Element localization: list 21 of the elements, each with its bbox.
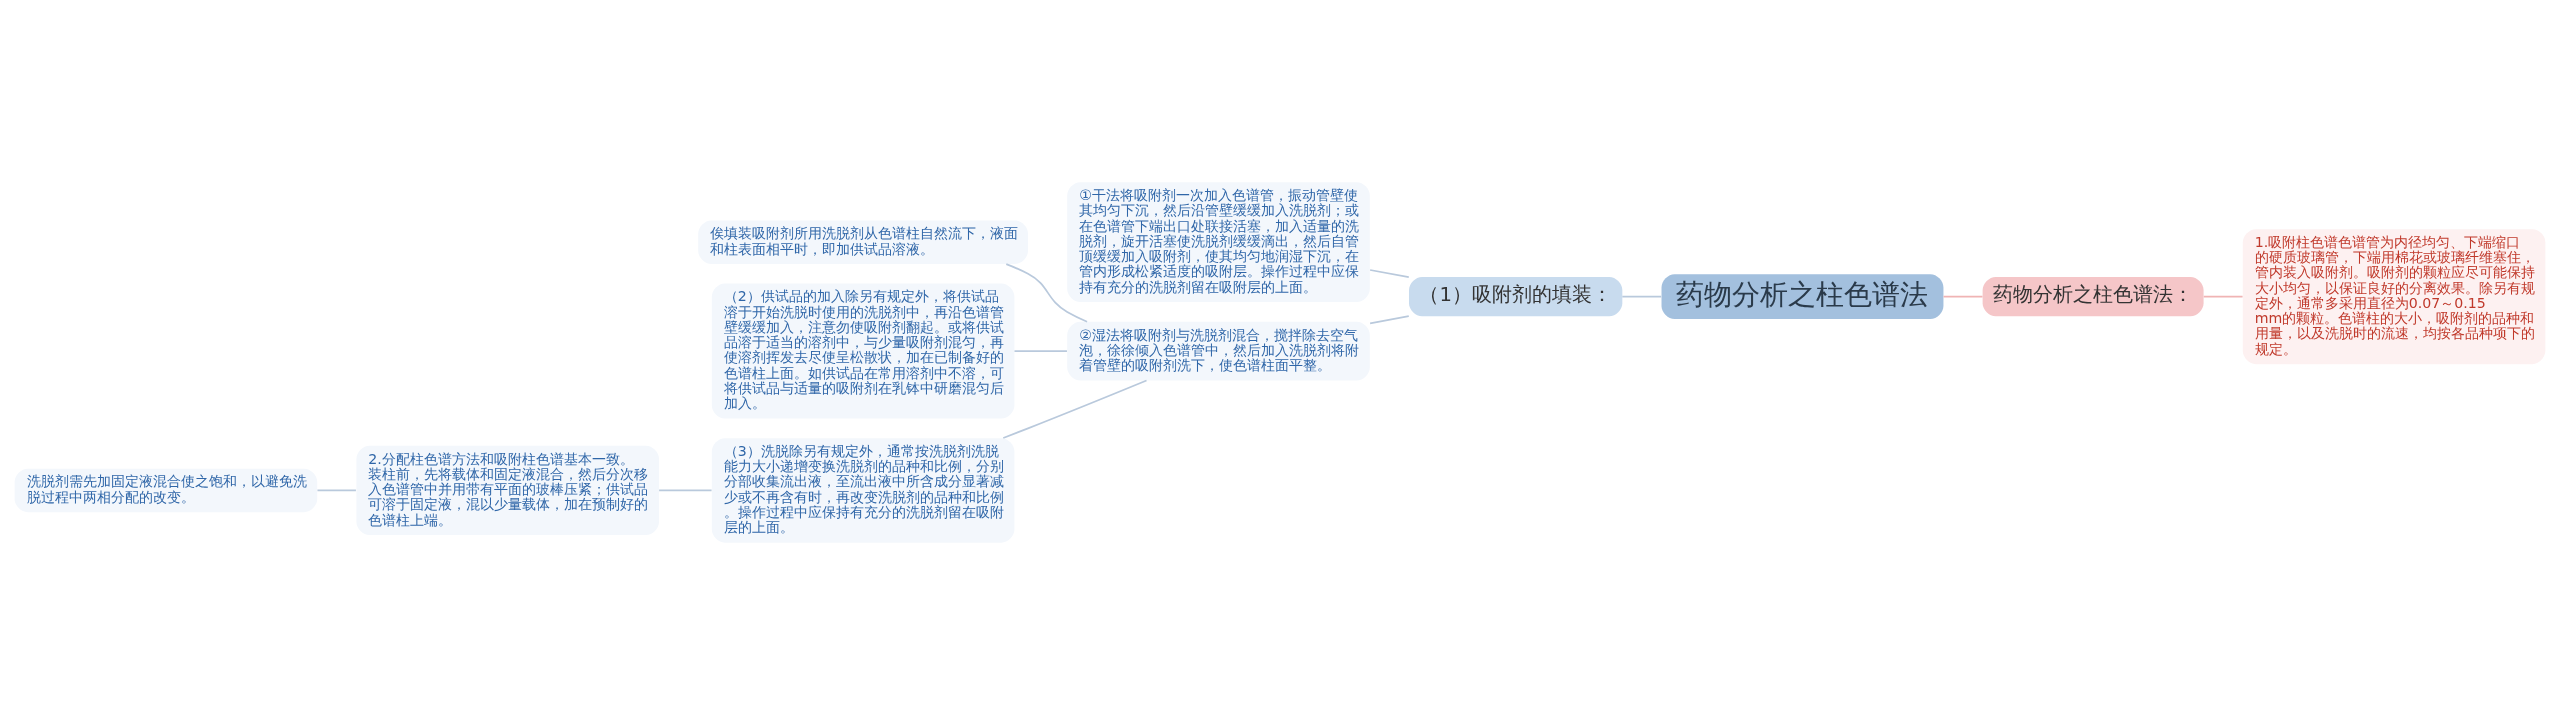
connector [1369,269,1410,278]
connector [1002,379,1148,439]
connector [1621,295,1662,298]
connector [1013,350,1068,352]
node-box: 药物分析之柱色谱法： [1982,277,2204,317]
node-box: 1.吸附柱色谱色谱管为内径均匀、下端缩口的硬质玻璃管，下端用棉花或玻璃纤维塞住，管内装入吸附剂。吸附剂的颗粒应尽可能保持大小均匀，以保证良好的分离效果。除另有规定外，通常多采用直径为0.07～0.15mm的颗粒。色谱柱的大小，吸附剂的品种和用量，以及洗脱时的流速，均按各品种项下的规定。 [2242,229,2546,365]
connector [316,489,357,492]
connector [1942,295,1984,298]
node-box: 俟填装吸附剂所用洗脱剂从色谱柱自然流下，液面和柱表面相平时，即加供试品溶液。 [698,220,1028,264]
node-box: 2.分配柱色谱方法和吸附柱色谱基本一致。装柱前，先将载体和固定液混合，然后分次移入色谱管中并用带有平面的玻棒压紧；供试品可溶于固定液，混以少量载体，加在预制好的色谱柱上端。 [356,445,659,536]
connector [658,489,713,492]
connector [1005,263,1088,323]
connector [1369,315,1410,325]
node-box: 洗脱剂需先加固定液混合使之饱和，以避免洗脱过程中两相分配的改变。 [14,468,318,513]
node-box: ①干法将吸附剂一次加入色谱管，振动管壁使其均匀下沉，然后沿管壁缓缓加入洗脱剂；或在色谱管下端出口处联接活塞，加入适量的洗脱剂，旋开活塞使洗脱剂缓缓滴出，然后自管顶缓缓加入吸附剂，使其均匀地润湿下沉，在管内形成松紧适度的吸附层。操作过程中应保持有充分的洗脱剂留在吸附层的上面。 [1067,182,1370,303]
node-box: 药物分析之柱色谱法 [1661,274,1944,319]
connector [2202,295,2244,298]
node-box: （3）洗脱除另有规定外，通常按洗脱剂洗脱能力大小递增变换洗脱剂的品种和比例，分别分部收集流出液，至流出液中所含成分显著减少或不再含有时，再改变洗脱剂的品种和比例。操作过程中应保持有充分的洗脱剂留在吸附层的上面。 [711,438,1015,543]
node-box: ②湿法将吸附剂与洗脱剂混合，搅拌除去空气泡，徐徐倾入色谱管中，然后加入洗脱剂将附着管壁的吸附剂洗下，使色谱柱面平整。 [1067,321,1370,381]
node-box: （1）吸附剂的填装： [1409,277,1623,317]
node-box: （2）供试品的加入除另有规定外，将供试品溶于开始洗脱时使用的洗脱剂中，再沿色谱管壁缓缓加入，注意勿使吸附剂翻起。或将供试品溶于适当的溶剂中，与少量吸附剂混匀，再使溶剂挥发去尽使呈松散状，加在已制备好的色谱柱上面。如供试品在常用溶剂中不溶，可将供试品与适量的吸附剂在乳钵中研磨混匀后加入。 [711,283,1015,419]
